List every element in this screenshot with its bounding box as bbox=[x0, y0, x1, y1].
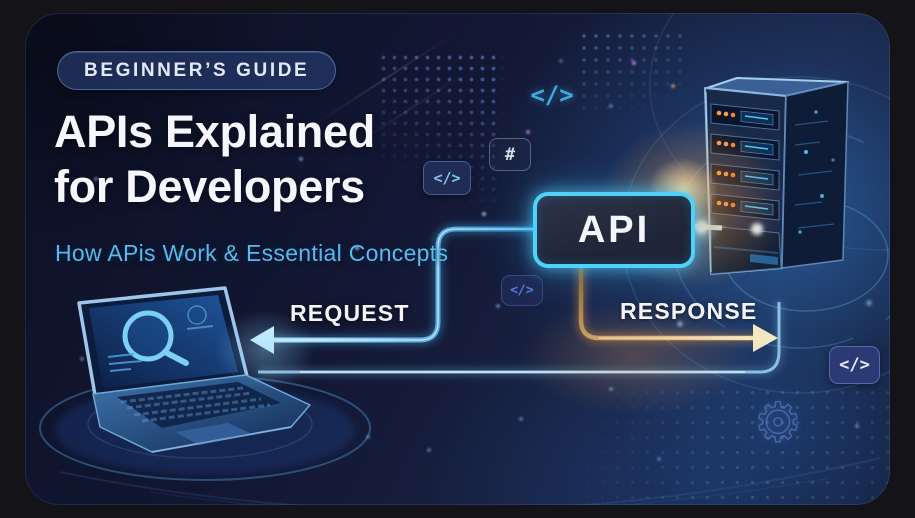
laptop-touchpad bbox=[175, 423, 252, 445]
api-box: API bbox=[533, 192, 695, 268]
laptop-illustration bbox=[39, 286, 371, 481]
screen-widget bbox=[186, 305, 214, 330]
server-side-leds bbox=[798, 110, 835, 234]
response-label: RESPONSE bbox=[620, 298, 758, 324]
code-badge-icon: </> bbox=[829, 346, 880, 384]
title-line-2: for Developers bbox=[54, 161, 365, 212]
page-title: APIs Explained for Developers bbox=[54, 104, 375, 214]
request-arrowhead bbox=[250, 326, 274, 354]
api-box-label: API bbox=[577, 208, 651, 251]
badge-label: BEGINNER’S GUIDE bbox=[84, 59, 310, 81]
code-badge-icon: </> bbox=[423, 161, 471, 195]
response-arrow bbox=[576, 261, 778, 352]
code-badge-icon: </> bbox=[501, 275, 543, 306]
server-side-face bbox=[781, 81, 849, 269]
code-icon: </> bbox=[530, 81, 574, 109]
gear-icon: ⚙ bbox=[753, 391, 803, 454]
page-subtitle: How APis Work & Essential Concepts bbox=[55, 240, 449, 266]
hash-icon: # bbox=[489, 138, 531, 171]
keyboard-rows bbox=[120, 386, 271, 423]
floor-arcs bbox=[59, 457, 881, 505]
server-side-details bbox=[794, 120, 835, 229]
screen-text-lines bbox=[107, 353, 143, 372]
beginners-guide-badge: BEGINNER’S GUIDE bbox=[57, 51, 337, 90]
client-server-link bbox=[258, 302, 783, 376]
server-illustration bbox=[704, 77, 849, 275]
request-label: REQUEST bbox=[290, 300, 410, 326]
laptop-screen bbox=[89, 295, 238, 388]
response-arrowhead bbox=[753, 324, 778, 352]
magnifier-icon bbox=[122, 310, 189, 366]
laptop-keyboard bbox=[117, 382, 281, 428]
request-arrow bbox=[250, 224, 540, 354]
title-line-1: APIs Explained bbox=[54, 106, 375, 157]
